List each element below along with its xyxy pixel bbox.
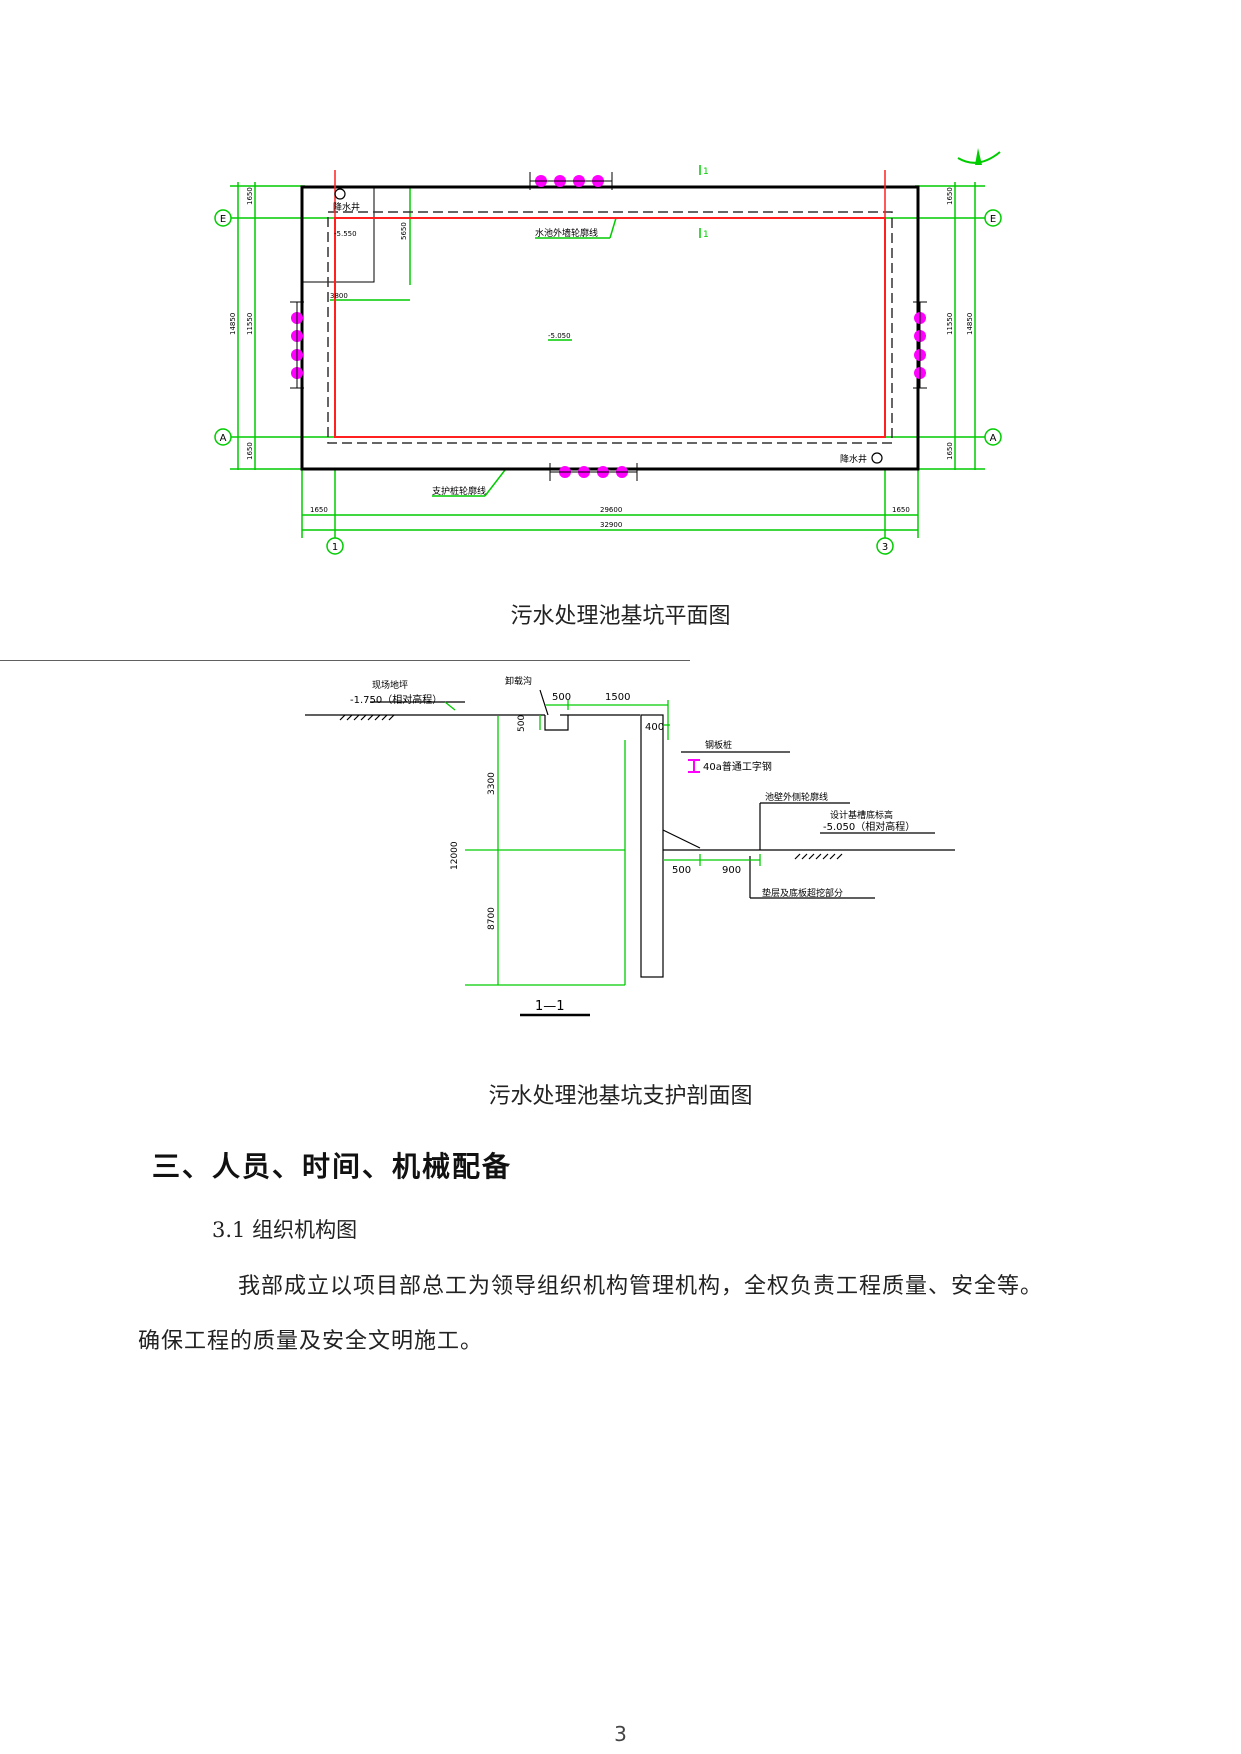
dim-3800: 3800 <box>330 292 348 300</box>
inner-wall-label: 水池外墙轮廓线 <box>535 227 598 239</box>
i-beam-icon <box>688 759 700 773</box>
paragraph-line-2: 确保工程的质量及安全文明施工。 <box>138 1329 484 1354</box>
drain-label: 卸载沟 <box>505 675 532 687</box>
dim-500-bottom: 500 <box>672 865 691 876</box>
subheading: 3.1 组织机构图 <box>212 1218 358 1242</box>
dim-400: 400 <box>645 722 664 733</box>
pit-elevation: -5.550 <box>334 230 357 238</box>
paragraph-line-1: 我部成立以项目部总工为领导组织机构管理机构，全权负责工程质量、安全等。 <box>238 1274 1044 1299</box>
grid-label-a-right: A <box>990 433 997 444</box>
section-name: 1—1 <box>535 999 565 1014</box>
dim-bottom-left: 1650 <box>310 506 328 514</box>
grid-label-e-left: E <box>220 214 226 225</box>
support-pile-label: 支护桩轮廓线 <box>432 485 486 497</box>
page-number: 3 <box>614 1722 627 1746</box>
well-label-bottom-right: 降水井 <box>840 453 867 465</box>
well-label-top-left: 降水井 <box>333 201 360 213</box>
dim-5650: 5650 <box>400 222 408 240</box>
section-drawing: 现场地坪 -1.750（相对高程） 卸载沟 500 1500 400 钢板桩 4… <box>0 660 955 1017</box>
dim-right-mid: 11550 <box>946 313 954 335</box>
dim-900: 900 <box>722 865 741 876</box>
section-mark-top: 1 <box>703 167 709 177</box>
dim-left-top: 1650 <box>246 187 254 205</box>
plan-caption: 污水处理池基坑平面图 <box>510 604 731 629</box>
wall-outline-label: 池壁外侧轮廓线 <box>765 791 828 803</box>
grid-label-1: 1 <box>332 542 338 553</box>
dim-1500: 1500 <box>605 692 630 703</box>
dim-left-total: 14850 <box>229 313 237 335</box>
dim-12000: 12000 <box>450 841 460 870</box>
steel-label: 40a普通工字钢 <box>703 760 772 773</box>
center-elevation: -5.050 <box>548 332 571 340</box>
base-elevation: -5.050（相对高程） <box>823 820 915 833</box>
section-heading: 三、人员、时间、机械配备 <box>152 1150 513 1183</box>
dim-drain-depth: 500 <box>517 715 527 732</box>
section-mark-bottom: 1 <box>703 230 709 240</box>
dim-bottom-overall: 32900 <box>600 521 622 529</box>
dim-left-bottom: 1650 <box>246 442 254 460</box>
grid-label-e-right: E <box>990 214 996 225</box>
dim-drain-500: 500 <box>552 692 571 703</box>
dim-right-bottom: 1650 <box>946 442 954 460</box>
base-label: 设计基槽底标高 <box>830 809 893 821</box>
plan-drawing: E E A A 1 3 1 1 降水井 降水井 -5.550 -5.050 水池… <box>214 148 1002 555</box>
pile-label: 钢板桩 <box>705 739 732 751</box>
cushion-label: 垫层及底板超挖部分 <box>762 887 843 899</box>
section-caption: 污水处理池基坑支护剖面图 <box>488 1084 753 1109</box>
grid-label-a-left: A <box>220 433 227 444</box>
grid-label-3: 3 <box>882 542 888 553</box>
ground-elevation: -1.750（相对高程） <box>350 693 442 706</box>
dim-bottom-center: 29600 <box>600 506 622 514</box>
dim-left-mid: 11550 <box>246 313 254 335</box>
dim-8700: 8700 <box>487 907 497 930</box>
dim-3300: 3300 <box>487 772 497 795</box>
dim-bottom-right: 1650 <box>892 506 910 514</box>
ground-label: 现场地坪 <box>372 679 408 691</box>
dim-right-top: 1650 <box>946 187 954 205</box>
dim-right-total: 14850 <box>966 313 974 335</box>
